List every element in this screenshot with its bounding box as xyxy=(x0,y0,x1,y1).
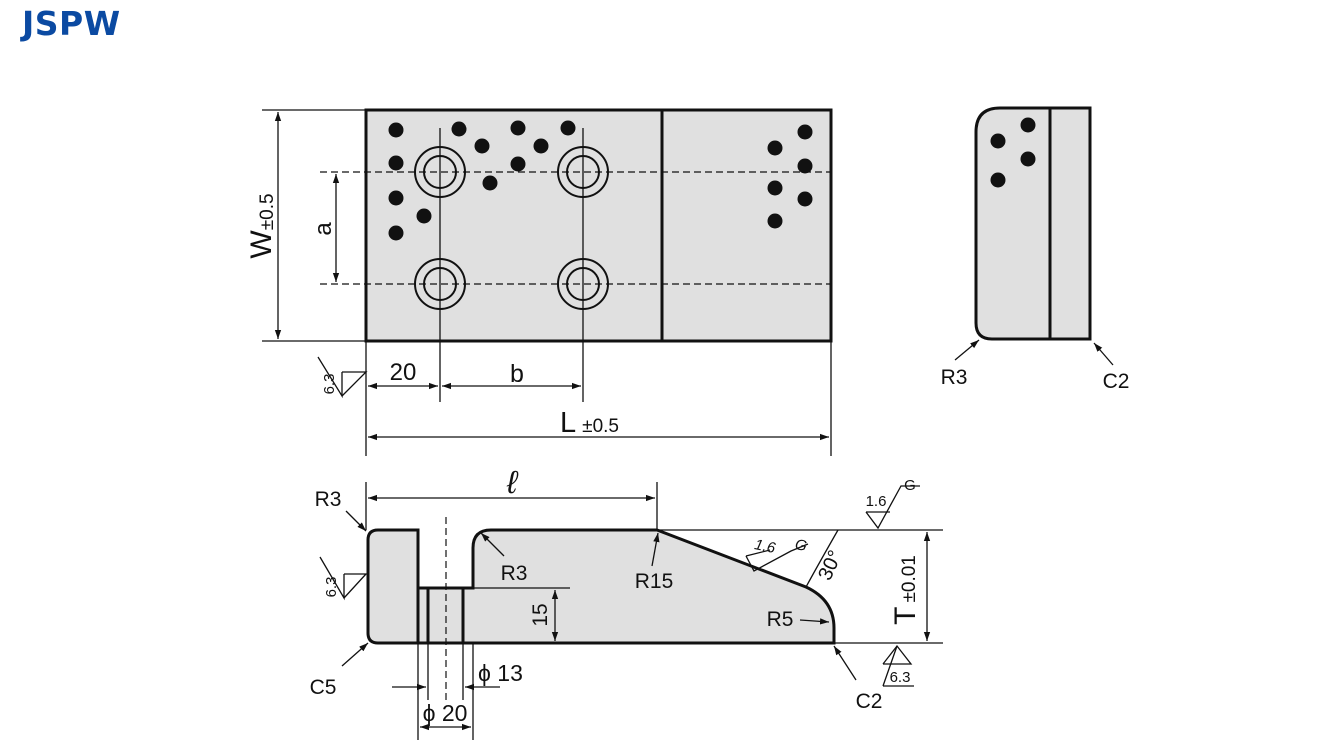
dim-phi20-label: ϕ 20 xyxy=(423,700,468,726)
side-outline xyxy=(974,106,1092,341)
front-r3-inner-label: R3 xyxy=(501,562,528,585)
rough-top-value: 1.6 xyxy=(866,493,887,510)
dim-a-label: a xyxy=(310,222,337,236)
dim-15-label: 15 xyxy=(529,603,552,626)
dim-l-tolerance: ±0.5 xyxy=(582,416,619,437)
front-view: ℓ R3 R3 R15 R5 15 ϕ 13 ϕ 20 C5 xyxy=(310,464,943,740)
counterbore-hole xyxy=(557,258,609,310)
dim-20-label: 20 xyxy=(390,359,417,386)
rough-slope-value: 1.6 xyxy=(753,536,778,557)
front-c5-label: C5 xyxy=(310,676,337,699)
dot-pattern-left xyxy=(388,120,576,241)
svg-text:T±0.01: T ±0.01 xyxy=(889,555,922,625)
rough-left-value: 6.3 xyxy=(323,577,340,598)
top-view: W±0.5 a 20 b L±0.5 6.3 xyxy=(245,108,833,456)
dot-pattern-right xyxy=(767,124,813,229)
roughness-symbol-top: 6.3 xyxy=(317,356,368,399)
angle-label: 30° xyxy=(814,547,847,584)
product-title: JSPW xyxy=(22,4,121,43)
front-r5-label: R5 xyxy=(767,608,794,631)
counterbore-hole xyxy=(414,146,466,198)
dim-w-tolerance: ±0.5 xyxy=(257,193,278,230)
roughness-symbol-bottom-face: 6.3 xyxy=(882,644,914,687)
svg-text:L±0.5: L ±0.5 xyxy=(560,407,619,439)
dim-t-tolerance: ±0.01 xyxy=(899,555,920,602)
dim-ell-label: ℓ xyxy=(506,464,519,500)
front-r3-left-label: R3 xyxy=(315,488,342,511)
dim-w-label: W xyxy=(245,230,278,259)
front-c2-label: C2 xyxy=(856,690,883,713)
roughness-symbol-left-face: 6.3 xyxy=(319,556,368,601)
dim-t-label: T xyxy=(889,607,922,625)
rough-bottom-value: 6.3 xyxy=(890,669,911,686)
side-r3-label: R3 xyxy=(941,366,968,389)
roughness-symbol-slope: 1.6 G xyxy=(745,536,809,572)
front-outline xyxy=(366,528,836,645)
rough-slope-mark: G xyxy=(793,536,808,555)
side-dot-pattern xyxy=(990,117,1036,188)
angle-arc xyxy=(805,529,839,588)
side-view: R3 C2 xyxy=(941,106,1130,393)
rough-top-mark: G xyxy=(904,477,916,494)
counterbore-hole xyxy=(557,146,609,198)
roughness-value: 6.3 xyxy=(321,374,338,395)
dim-b-label: b xyxy=(510,360,524,388)
counterbore-hole xyxy=(414,258,466,310)
front-r15-label: R15 xyxy=(635,570,674,593)
plate-outline xyxy=(364,108,833,343)
side-c2-label: C2 xyxy=(1103,370,1130,393)
dim-l-label: L xyxy=(560,407,576,439)
roughness-symbol-top-face: 1.6 G xyxy=(865,477,920,530)
svg-text:W±0.5: W±0.5 xyxy=(245,193,278,258)
dim-phi13-label: ϕ 13 xyxy=(478,660,523,686)
